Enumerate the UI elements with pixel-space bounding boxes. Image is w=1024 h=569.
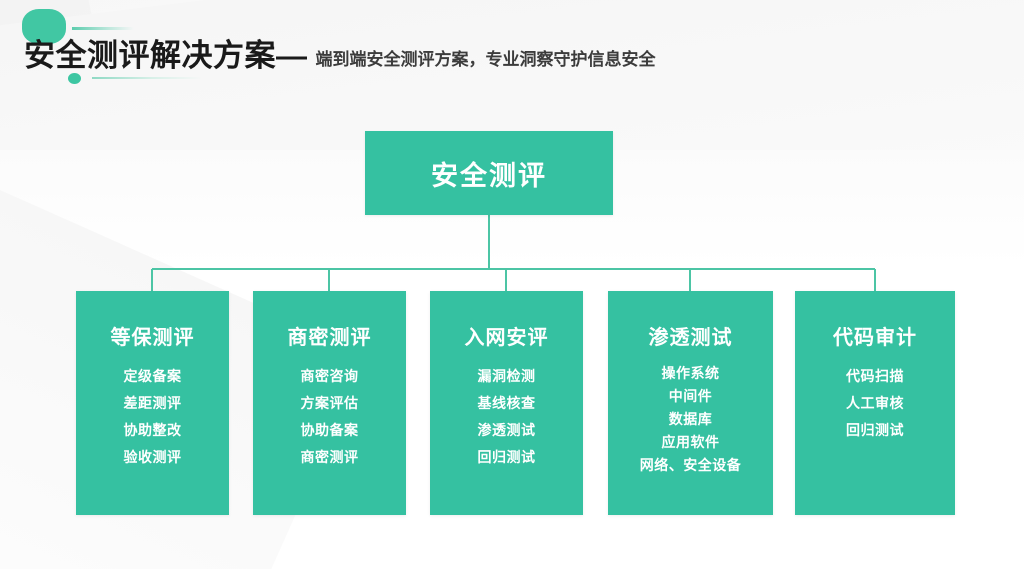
- list-item: 验收测评: [123, 448, 182, 465]
- decorative-blob-icon: [22, 9, 66, 44]
- list-item: 差距测评: [123, 394, 182, 411]
- decorative-line-bottom: [92, 77, 202, 79]
- diagram-node-4[interactable]: 渗透测试 操作系统 中间件 数据库 应用软件 网络、安全设备: [608, 291, 773, 515]
- decorative-line-top: [72, 27, 134, 30]
- diagram-root-node[interactable]: 安全测评: [365, 131, 613, 215]
- page-subtitle: 端到端安全测评方案，专业洞察守护信息安全: [315, 50, 656, 69]
- diagram-node-title: 等保测评: [110, 327, 195, 349]
- diagram-node-5[interactable]: 代码审计 代码扫描 人工审核 回归测试: [795, 291, 955, 515]
- list-item: 商密咨询: [300, 368, 359, 384]
- list-item: 漏洞检测: [477, 368, 536, 384]
- diagram-node-title: 代码审计: [833, 327, 917, 349]
- diagram-node-title: 入网安评: [464, 327, 549, 349]
- list-item: 商密测评: [300, 448, 359, 465]
- list-item: 代码扫描: [846, 368, 904, 384]
- diagram-node-1[interactable]: 等保测评 定级备案 差距测评 协助整改 验收测评: [76, 291, 229, 515]
- diagram-node-items: 商密咨询 方案评估 协助备案 商密测评: [253, 367, 406, 467]
- list-item: 协助备案: [300, 421, 359, 438]
- diagram-node-2[interactable]: 商密测评 商密咨询 方案评估 协助备案 商密测评: [253, 291, 406, 515]
- list-item: 网络、安全设备: [639, 456, 742, 473]
- title-row: 安全测评解决方案— 端到端安全测评方案，专业洞察守护信息安全: [24, 40, 656, 71]
- page-title: 安全测评解决方案—: [24, 38, 308, 73]
- list-item: 应用软件: [661, 433, 720, 450]
- diagram-root-label: 安全测评: [431, 160, 547, 191]
- list-item: 中间件: [668, 387, 713, 404]
- list-item: 回归测试: [477, 448, 536, 465]
- list-item: 基线核查: [477, 394, 536, 411]
- list-item: 人工审核: [846, 394, 904, 411]
- list-item: 操作系统: [661, 365, 720, 381]
- diagram-node-items: 定级备案 差距测评 协助整改 验收测评: [76, 367, 229, 467]
- list-item: 渗透测试: [477, 421, 536, 438]
- list-item: 方案评估: [300, 394, 359, 411]
- diagram-node-items: 操作系统 中间件 数据库 应用软件 网络、安全设备: [608, 364, 773, 474]
- list-item: 数据库: [668, 410, 713, 427]
- diagram-node-title: 渗透测试: [648, 327, 733, 349]
- diagram-node-items: 代码扫描 人工审核 回归测试: [795, 367, 955, 440]
- diagram-node-3[interactable]: 入网安评 漏洞检测 基线核查 渗透测试 回归测试: [430, 291, 583, 515]
- list-item: 定级备案: [123, 368, 182, 384]
- decorative-dot-icon: [68, 73, 81, 84]
- diagram-node-title: 商密测评: [287, 327, 372, 349]
- list-item: 回归测试: [846, 421, 904, 438]
- slide-header: 安全测评解决方案— 端到端安全测评方案，专业洞察守护信息安全: [0, 0, 1024, 105]
- list-item: 协助整改: [123, 421, 182, 438]
- diagram-node-items: 漏洞检测 基线核查 渗透测试 回归测试: [430, 367, 583, 467]
